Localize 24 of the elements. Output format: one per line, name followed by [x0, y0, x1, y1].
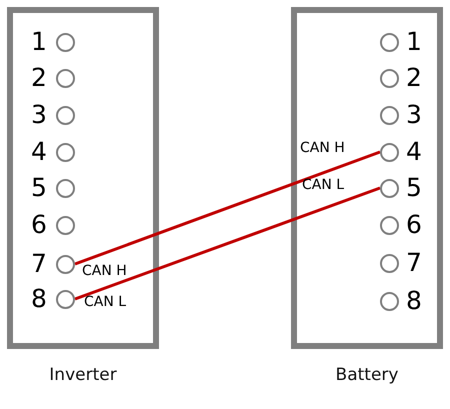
- wire: [74, 150, 381, 266]
- device-name: Battery: [334, 365, 400, 385]
- signal-label: CAN H: [300, 140, 345, 156]
- pin-number: 1: [30, 29, 48, 55]
- pin-number: 6: [30, 212, 48, 238]
- pin-number: 6: [405, 212, 423, 238]
- pin-number: 1: [405, 29, 423, 55]
- pin-number: 2: [405, 65, 423, 91]
- pin-number: 3: [30, 102, 48, 128]
- wire: [74, 186, 381, 300]
- pin-number: 7: [30, 251, 48, 277]
- pin-number: 4: [405, 139, 423, 165]
- pin-number: 4: [30, 139, 48, 165]
- pin-number: 2: [30, 65, 48, 91]
- device-name: Inverter: [48, 365, 118, 385]
- signal-label: CAN L: [84, 294, 126, 310]
- pin-number: 5: [30, 175, 48, 201]
- pin-number: 8: [405, 288, 423, 314]
- pin-number: 5: [405, 175, 423, 201]
- pin-number: 3: [405, 102, 423, 128]
- pin-number: 8: [30, 286, 48, 312]
- signal-label: CAN H: [82, 263, 127, 279]
- pin-number: 7: [405, 250, 423, 276]
- signal-label: CAN L: [302, 177, 344, 193]
